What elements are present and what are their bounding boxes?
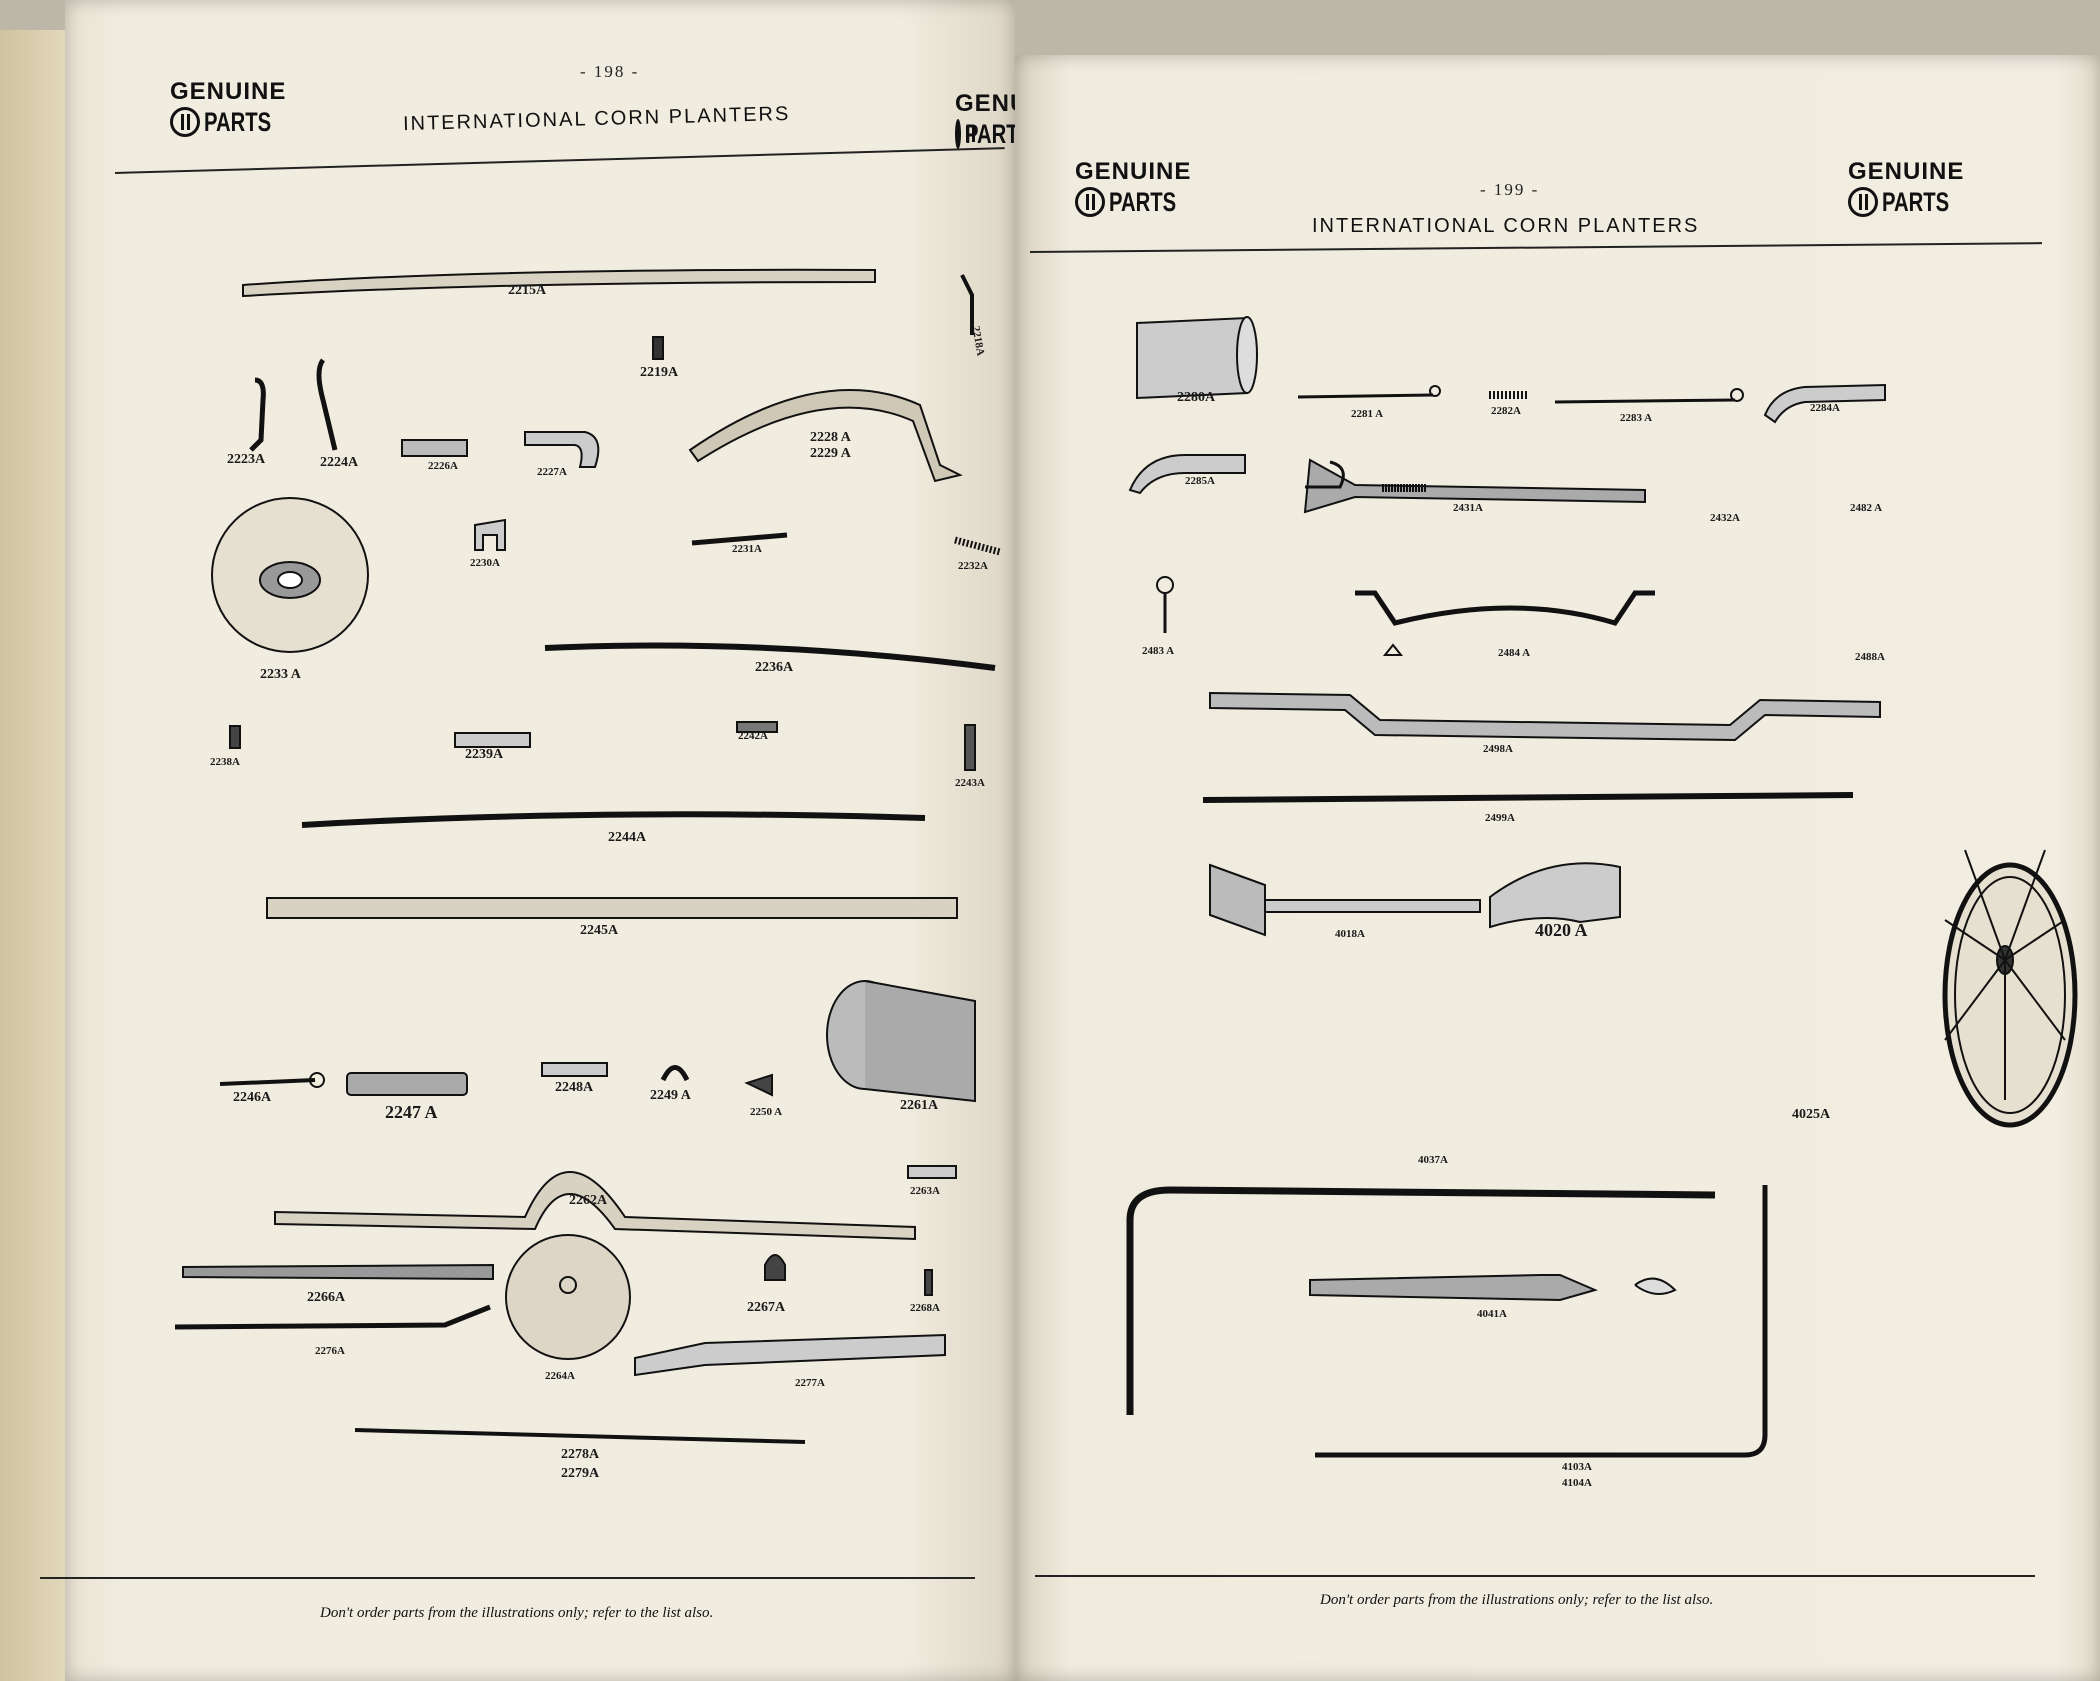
page-title: INTERNATIONAL CORN PLANTERS xyxy=(1312,215,1700,237)
part-label: 2219A xyxy=(640,365,679,380)
part-label: 2249 A xyxy=(650,1088,691,1103)
part-label: 2279A xyxy=(561,1466,600,1481)
part-label: 4018A xyxy=(1335,928,1365,940)
part-label: 2238A xyxy=(210,756,240,768)
part-label: 2282A xyxy=(1491,405,1521,417)
part-label: 2264A xyxy=(545,1370,575,1382)
part-label: 2278A xyxy=(561,1447,600,1462)
part-label: 4020 A xyxy=(1535,920,1588,940)
footer-note: Don't order parts from the illustrations… xyxy=(320,1605,714,1621)
part-label: 2215A xyxy=(508,283,547,298)
part-label: 2244A xyxy=(608,830,647,845)
part-label: 2277A xyxy=(795,1377,825,1389)
part-label: 2276A xyxy=(315,1345,345,1357)
part-label: 2283 A xyxy=(1620,412,1653,424)
part-label: 2227A xyxy=(537,466,567,478)
part-label: 2233 A xyxy=(260,667,301,682)
footer-rule xyxy=(40,1577,975,1579)
part-label: 2432A xyxy=(1710,512,1740,524)
part-label: 2250 A xyxy=(750,1106,783,1118)
part-label: 4041A xyxy=(1477,1308,1507,1320)
right-page: GENUINE PARTS - 199 - INTERNATIONAL CORN… xyxy=(1015,55,2100,1681)
ih-logo-icon xyxy=(170,107,200,137)
logo-genuine-text: GENUINE xyxy=(955,92,1015,117)
page-number: - 199 - xyxy=(1480,180,1540,199)
part-label: 2285A xyxy=(1185,475,1215,487)
part-label: 2224A xyxy=(320,455,359,470)
part-label: 2229 A xyxy=(810,446,851,461)
part-label: 2263A xyxy=(910,1185,940,1197)
part-label: 2281 A xyxy=(1351,408,1384,420)
part-label: 2230A xyxy=(470,557,500,569)
part-label: 2284A xyxy=(1810,402,1840,414)
part-label: 2223A xyxy=(227,452,266,467)
part-label: 2243A xyxy=(955,777,985,789)
footer-rule xyxy=(1035,1575,2035,1577)
part-label: 2248A xyxy=(555,1080,594,1095)
part-label: 2484 A xyxy=(1498,647,1531,659)
parts-illustrations xyxy=(1126,316,2078,1458)
part-label: 2488A xyxy=(1855,651,1885,663)
part-label: 2262A xyxy=(569,1193,608,1208)
logo-genuine-text: GENUINE xyxy=(1848,158,1965,185)
part-label: 2499A xyxy=(1485,812,1515,824)
part-label: 2261A xyxy=(900,1098,939,1113)
part-label: 2247 A xyxy=(385,1102,438,1122)
part-label: 2239A xyxy=(465,747,504,762)
genuine-ih-parts-logo: GENUINE PARTS xyxy=(170,80,294,137)
part-label: 2266A xyxy=(307,1290,346,1305)
part-label: 2226A xyxy=(428,460,458,472)
part-label: 2431A xyxy=(1453,502,1483,514)
logo-genuine-text: GENUINE xyxy=(170,78,287,105)
genuine-ih-parts-logo: GENUINE PARTS xyxy=(1848,160,1972,217)
part-label: 2280A xyxy=(1177,390,1216,405)
part-label: 2242A xyxy=(738,730,768,742)
left-page: GENUINE PARTS - 198 - INTERNATIONAL CORN… xyxy=(40,0,1015,1681)
part-label: 4025A xyxy=(1792,1107,1831,1122)
part-label: 2236A xyxy=(755,660,794,675)
page-number: - 198 - xyxy=(580,62,640,81)
part-label: 2267A xyxy=(747,1300,786,1315)
part-label: 2246A xyxy=(233,1090,272,1105)
genuine-ih-parts-logo: GENUINE PARTS xyxy=(1075,160,1199,217)
logo-parts-text: PARTS xyxy=(1109,186,1177,217)
ih-logo-icon xyxy=(1848,187,1878,217)
parts-illustrations xyxy=(174,268,1001,1444)
part-label: 4104A xyxy=(1562,1477,1592,1489)
part-label: 2232A xyxy=(958,560,988,572)
book-edge xyxy=(0,30,70,1681)
part-label: 2245A xyxy=(580,923,619,938)
part-label: 2228 A xyxy=(810,430,851,445)
part-label: 2482 A xyxy=(1850,502,1883,514)
part-label: 2231A xyxy=(732,543,762,555)
logo-parts-text: PARTS xyxy=(965,118,1015,149)
part-label: 2268A xyxy=(910,1302,940,1314)
logo-genuine-text: GENUINE xyxy=(1075,158,1192,185)
logo-parts-text: PARTS xyxy=(1882,186,1950,217)
logo-parts-text: PARTS xyxy=(204,106,272,137)
footer-note: Don't order parts from the illustrations… xyxy=(1320,1592,1714,1608)
part-label: 2483 A xyxy=(1142,645,1175,657)
part-label: 4037A xyxy=(1418,1154,1448,1166)
part-label: 4103A xyxy=(1562,1461,1592,1473)
ih-logo-icon xyxy=(1075,187,1105,217)
genuine-ih-parts-logo: GENUINE PARTS xyxy=(955,92,1015,149)
part-label: 2498A xyxy=(1483,743,1513,755)
